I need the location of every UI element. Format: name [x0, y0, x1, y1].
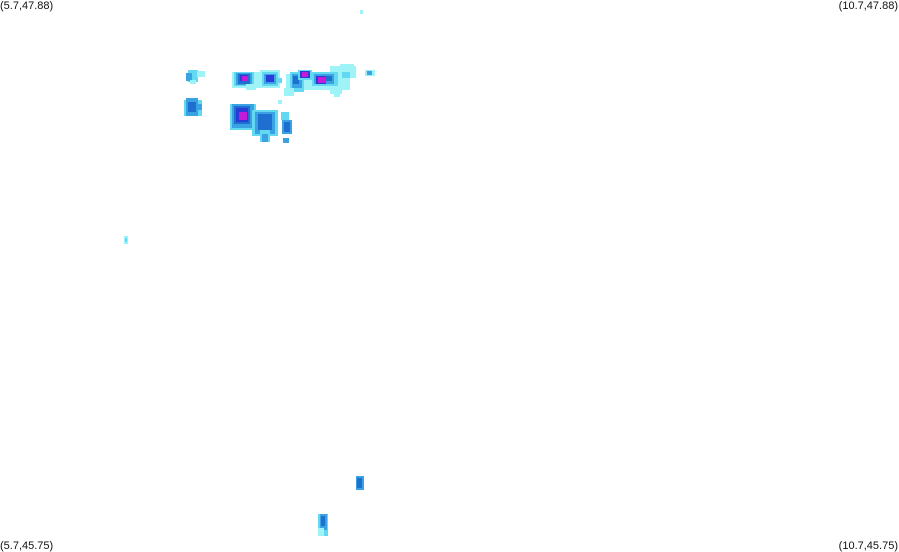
precip-band-north [284, 64, 356, 97]
corner-label-bottom-right: (10.7,45.75) [838, 540, 898, 552]
precip-cluster-north-2 [260, 70, 282, 88]
precip-cell-northeast [365, 70, 375, 76]
precip-cell-south-2 [318, 514, 328, 536]
corner-label-top-right: (10.7,47.88) [838, 0, 898, 12]
precip-cluster-central-1 [230, 104, 256, 130]
precip-cluster-central-3 [278, 100, 292, 143]
precip-cluster-central-2 [252, 110, 278, 142]
precip-cluster-north-1 [232, 72, 262, 90]
precip-speck-west [124, 236, 128, 244]
precip-cell-south-1 [356, 476, 364, 490]
corner-label-bottom-left: (5.7,45.75) [0, 540, 54, 552]
precip-cluster-west [184, 98, 202, 116]
radar-cells [124, 10, 375, 536]
corner-label-top-left: (5.7,47.88) [0, 0, 54, 12]
precip-cluster-northwest [186, 70, 205, 84]
radar-cell [360, 10, 363, 14]
